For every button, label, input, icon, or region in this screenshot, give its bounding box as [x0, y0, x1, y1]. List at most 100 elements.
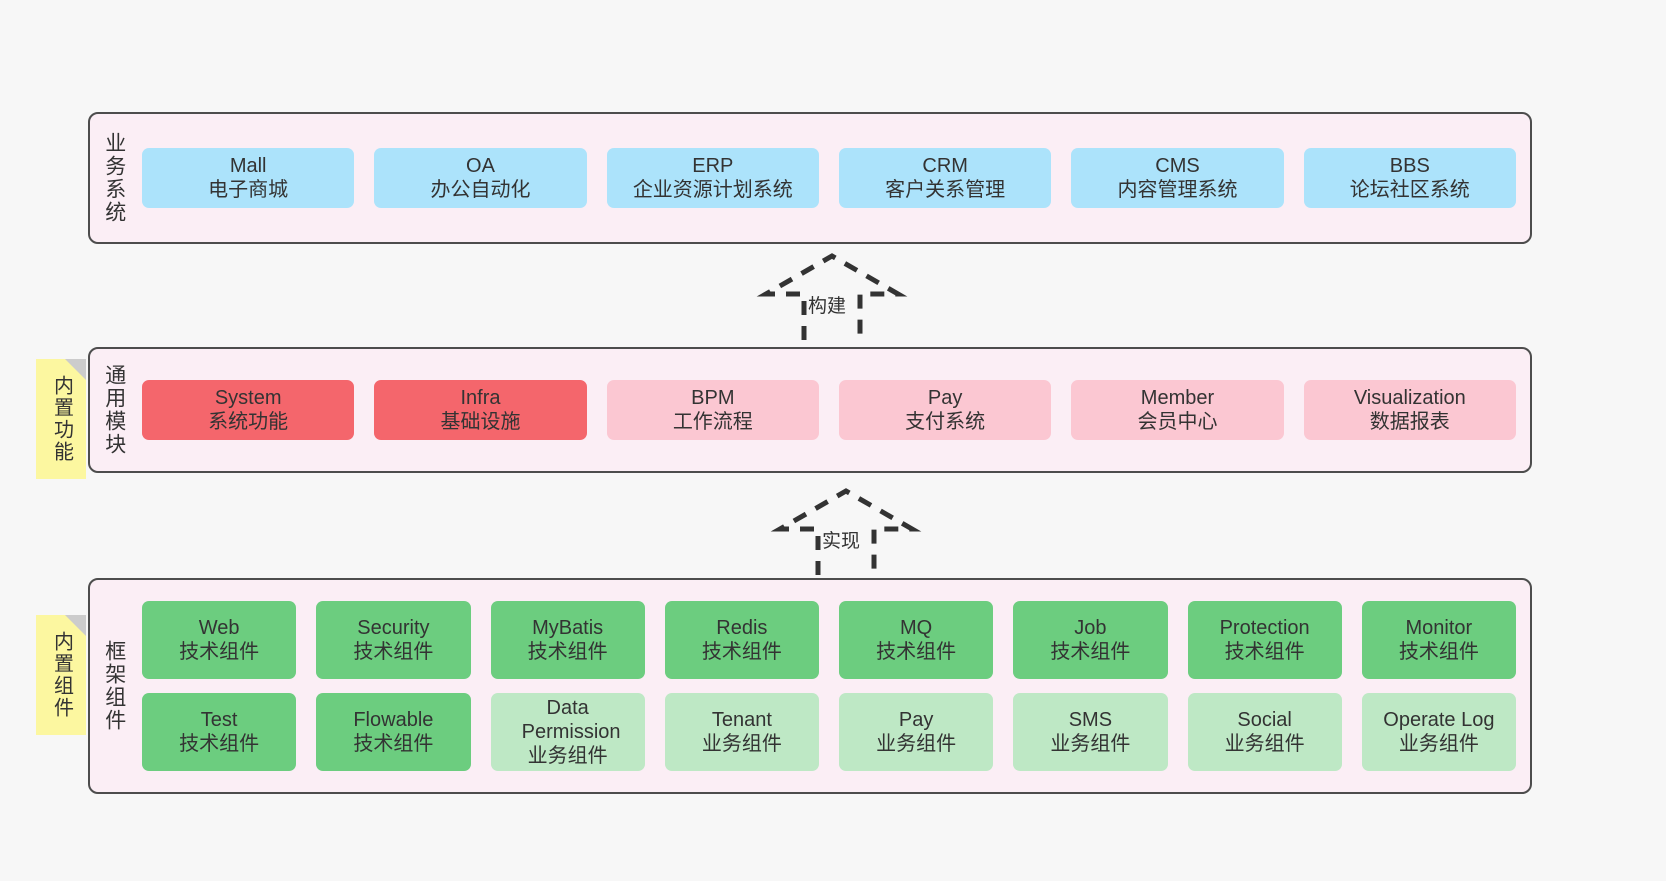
node-mq[interactable]: MQ 技术组件	[839, 601, 994, 679]
node-title: CRM	[922, 154, 968, 177]
node-member[interactable]: Member 会员中心	[1071, 379, 1284, 441]
node-subtitle: 业务组件	[1398, 733, 1479, 755]
node-subtitle: 业务组件	[701, 733, 782, 755]
sticky-note-label: 内置功能	[50, 375, 73, 463]
node-social[interactable]: Social 业务组件	[1187, 693, 1342, 771]
sticky-fold-corner-icon	[65, 615, 86, 636]
node-row: Test 技术组件 Flowable 技术组件 Data Permission …	[142, 693, 1516, 771]
node-title: MyBatis	[532, 616, 604, 639]
node-subtitle: 支付系统	[905, 411, 986, 433]
layer-title-framework-components: 框架组件	[102, 640, 126, 732]
node-title: Redis	[716, 616, 768, 639]
node-mybatis[interactable]: MyBatis 技术组件	[490, 601, 645, 679]
node-redis[interactable]: Redis 技术组件	[664, 601, 819, 679]
node-job[interactable]: Job 技术组件	[1013, 601, 1168, 679]
node-subtitle: 办公自动化	[430, 179, 531, 201]
node-subtitle: 技术组件	[1398, 641, 1479, 663]
dashed-hollow-arrow-up-icon	[756, 253, 908, 340]
connector-build	[752, 252, 912, 352]
node-subtitle: 技术组件	[1224, 641, 1305, 663]
layer-business-systems: 业务系统 Mall 电子商城 OA 办公自动化 ERP 企业资源计划系统 CRM…	[88, 112, 1532, 244]
node-subtitle: 技术组件	[701, 641, 782, 663]
node-title: Operate Log	[1383, 708, 1495, 731]
node-sms[interactable]: SMS 业务组件	[1013, 693, 1168, 771]
node-title: Web	[198, 616, 240, 639]
node-bbs[interactable]: BBS 论坛社区系统	[1303, 147, 1516, 209]
node-subtitle: 数据报表	[1369, 411, 1450, 433]
node-title: CMS	[1155, 154, 1200, 177]
node-title: Test	[200, 708, 238, 731]
node-protection[interactable]: Protection 技术组件	[1187, 601, 1342, 679]
node-subtitle: 内容管理系统	[1117, 179, 1238, 201]
node-security[interactable]: Security 技术组件	[316, 601, 471, 679]
node-pay-component[interactable]: Pay 业务组件	[839, 693, 994, 771]
node-subtitle: 技术组件	[179, 641, 260, 663]
node-subtitle: 会员中心	[1137, 411, 1218, 433]
layer-framework-components: 框架组件 Web 技术组件 Security 技术组件 MyBatis 技术组件…	[88, 578, 1532, 794]
node-row: System 系统功能 Infra 基础设施 BPM 工作流程 Pay 支付系统…	[142, 379, 1516, 441]
layer-body-framework-components: Web 技术组件 Security 技术组件 MyBatis 技术组件 Redi…	[138, 580, 1530, 792]
node-title: System	[214, 386, 282, 409]
node-cms[interactable]: CMS 内容管理系统	[1071, 147, 1284, 209]
node-subtitle: 技术组件	[353, 641, 434, 663]
connector-implement	[766, 487, 926, 587]
node-title: Mall	[229, 154, 267, 177]
node-title: Pay	[927, 386, 963, 409]
node-test[interactable]: Test 技术组件	[142, 693, 297, 771]
node-subtitle: 系统功能	[208, 411, 289, 433]
node-system[interactable]: System 系统功能	[142, 379, 355, 441]
node-title: Social	[1237, 708, 1292, 731]
node-data-permission[interactable]: Data Permission 业务组件	[490, 693, 645, 771]
node-subtitle: 电子商城	[208, 179, 289, 201]
node-flowable[interactable]: Flowable 技术组件	[316, 693, 471, 771]
node-title: Security	[357, 616, 430, 639]
node-crm[interactable]: CRM 客户关系管理	[838, 147, 1052, 209]
node-visualization[interactable]: Visualization 数据报表	[1303, 379, 1516, 441]
node-title: Tenant	[711, 708, 772, 731]
sticky-note-label: 内置组件	[50, 631, 73, 719]
node-title: Infra	[460, 386, 501, 409]
node-title: Protection	[1219, 616, 1310, 639]
sticky-fold-corner-icon	[65, 359, 86, 380]
node-bpm[interactable]: BPM 工作流程	[606, 379, 819, 441]
node-web[interactable]: Web 技术组件	[142, 601, 297, 679]
node-monitor[interactable]: Monitor 技术组件	[1361, 601, 1516, 679]
node-tenant[interactable]: Tenant 业务组件	[664, 693, 819, 771]
node-subtitle: 技术组件	[527, 641, 608, 663]
node-title: Data Permission	[521, 696, 621, 743]
node-title: Job	[1074, 616, 1107, 639]
node-subtitle: 业务组件	[1224, 733, 1305, 755]
node-pay[interactable]: Pay 支付系统	[838, 379, 1052, 441]
node-subtitle: 技术组件	[876, 641, 957, 663]
connector-implement-label: 实现	[822, 531, 861, 552]
node-title: BBS	[1389, 154, 1430, 177]
layer-common-modules: 通用模块 System 系统功能 Infra 基础设施 BPM 工作流程 Pay…	[88, 347, 1532, 473]
node-operate-log[interactable]: Operate Log 业务组件	[1361, 693, 1516, 771]
node-oa[interactable]: OA 办公自动化	[374, 147, 587, 209]
layer-body-common-modules: System 系统功能 Infra 基础设施 BPM 工作流程 Pay 支付系统…	[138, 349, 1530, 471]
node-title: ERP	[692, 154, 734, 177]
node-title: Flowable	[353, 708, 434, 731]
layer-title-common-modules: 通用模块	[102, 364, 126, 456]
node-title: Pay	[898, 708, 934, 731]
node-infra[interactable]: Infra 基础设施	[374, 379, 587, 441]
node-title: MQ	[900, 616, 933, 639]
node-subtitle: 业务组件	[1050, 733, 1131, 755]
node-title: Member	[1140, 386, 1215, 409]
node-row: Web 技术组件 Security 技术组件 MyBatis 技术组件 Redi…	[142, 601, 1516, 679]
node-row: Mall 电子商城 OA 办公自动化 ERP 企业资源计划系统 CRM 客户关系…	[142, 147, 1516, 209]
node-title: SMS	[1068, 708, 1113, 731]
node-subtitle: 客户关系管理	[885, 179, 1006, 201]
node-subtitle: 基础设施	[440, 411, 521, 433]
node-mall[interactable]: Mall 电子商城	[142, 147, 355, 209]
node-title: BPM	[691, 386, 735, 409]
node-erp[interactable]: ERP 企业资源计划系统	[606, 147, 819, 209]
node-subtitle: 企业资源计划系统	[632, 179, 793, 201]
layer-title-business-systems: 业务系统	[102, 132, 126, 224]
sticky-note-builtin-features: 内置功能	[36, 359, 86, 479]
node-subtitle: 业务组件	[527, 744, 608, 767]
node-title: Visualization	[1353, 386, 1466, 409]
node-subtitle: 技术组件	[353, 733, 434, 755]
node-subtitle: 论坛社区系统	[1349, 179, 1470, 201]
